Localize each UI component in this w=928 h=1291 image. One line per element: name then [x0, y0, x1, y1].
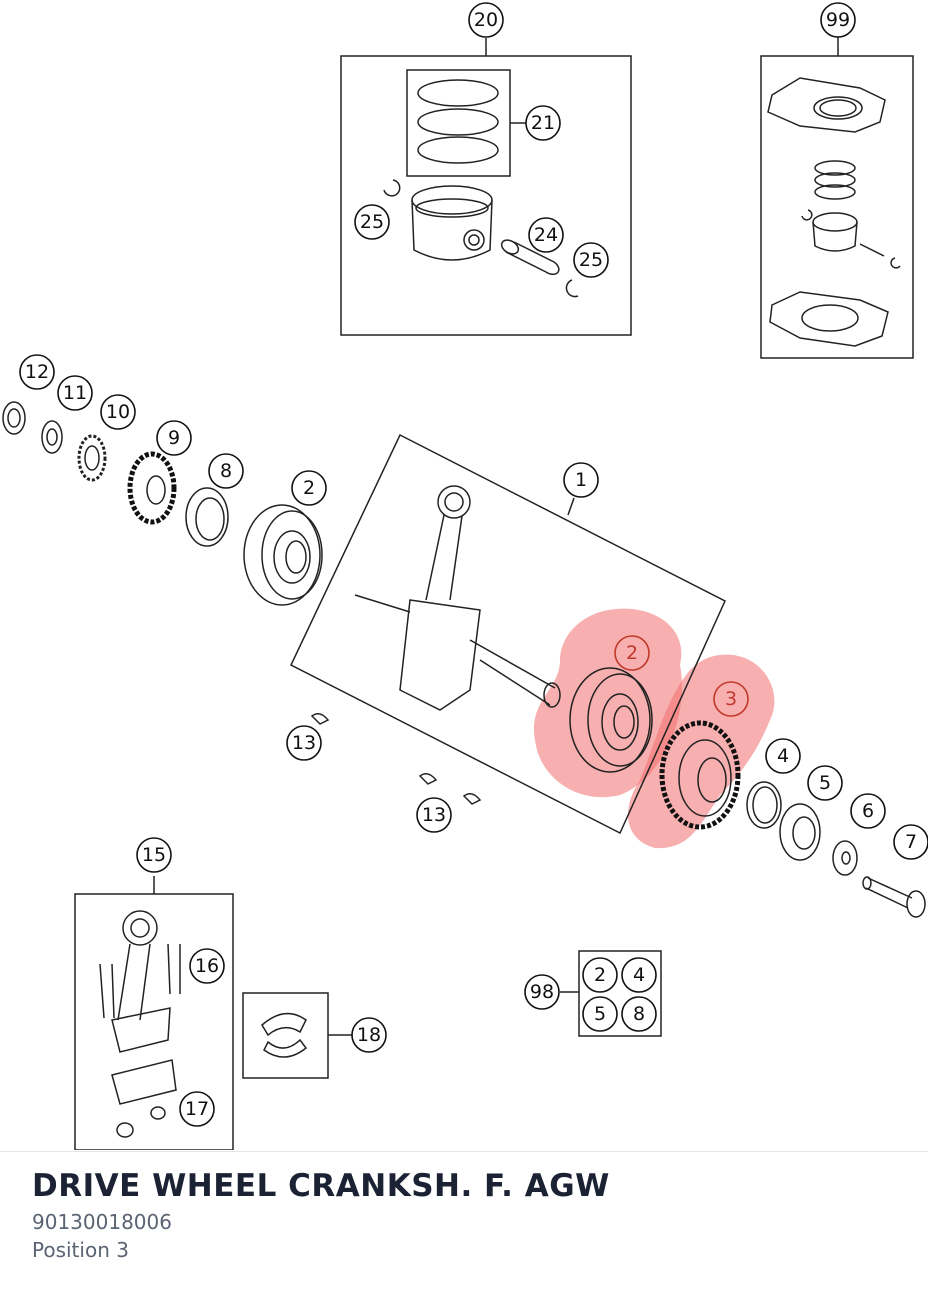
part-5-nut: [779, 803, 821, 861]
circlip-right: [565, 279, 579, 298]
callout-6: 6: [862, 800, 874, 822]
callout-98: 98: [530, 981, 554, 1003]
set-98-item-5: 5: [594, 1003, 606, 1025]
set-98-item-4: 4: [633, 964, 645, 986]
part-info-footer: [0, 1151, 928, 1291]
part-4-ring: [746, 781, 782, 829]
gasket-kit-group: [760, 37, 914, 359]
callout-10: 10: [106, 401, 130, 423]
callout-7: 7: [905, 831, 917, 853]
piston: [411, 185, 493, 261]
part-13-keys: [310, 713, 482, 805]
piston-pin: [500, 239, 560, 276]
callout-16: 16: [195, 955, 219, 977]
part-10-gear: [77, 434, 107, 482]
callout-99: 99: [826, 9, 850, 31]
callout-11: 11: [63, 382, 87, 404]
callout-21: 21: [531, 112, 555, 134]
part-title: DRIVE WHEEL CRANKSH. F. AGW: [32, 1168, 610, 1204]
part-8-seal: [185, 487, 229, 547]
part-position: Position 3: [32, 1238, 129, 1262]
callout-12: 12: [25, 361, 49, 383]
part-3-drive-gear: [659, 720, 741, 830]
piston-rings: [417, 79, 499, 164]
set-98-item-8: 8: [633, 1003, 645, 1025]
callout-8: 8: [220, 460, 232, 482]
part-7-bolt: [862, 876, 926, 918]
part-2-bearing-right: [569, 667, 653, 773]
callout-24: 24: [534, 224, 558, 246]
bearing-shell-group: [242, 992, 352, 1079]
callout-25-left: 25: [360, 211, 384, 233]
connecting-rod: [425, 485, 471, 601]
callout-20: 20: [474, 9, 498, 31]
part-6-washer: [832, 840, 858, 876]
exploded-parts-diagram: 20 21 25 24 25 99 12 11 10 9 8 2 1 2 3 4…: [2, 2, 928, 1150]
callout-18: 18: [357, 1024, 381, 1046]
crankshaft-group: [290, 433, 726, 835]
piston-kit-group: [340, 38, 632, 336]
callout-4: 4: [777, 745, 789, 767]
part-number: 90130018006: [32, 1210, 172, 1234]
part-9-gear: [127, 451, 177, 525]
part-11-washer: [41, 420, 63, 454]
callout-13-left: 13: [292, 732, 316, 754]
crank-webs: [354, 594, 561, 711]
circlip-left: [383, 179, 401, 197]
callout-25-right: 25: [579, 249, 603, 271]
callout-3-highlighted[interactable]: 3: [725, 688, 737, 710]
part-2-bearing-left: [243, 504, 323, 606]
callout-2-highlighted[interactable]: 2: [626, 642, 638, 664]
callout-5: 5: [819, 772, 831, 794]
callout-2-left: 2: [303, 477, 315, 499]
set-98-group: [560, 950, 662, 1037]
callout-17: 17: [185, 1098, 209, 1120]
conrod-kit-group: [74, 876, 234, 1150]
callout-1: 1: [575, 469, 587, 491]
callout-15: 15: [142, 844, 166, 866]
callout-13-right: 13: [422, 804, 446, 826]
part-12-nut: [2, 401, 26, 435]
callout-9: 9: [168, 427, 180, 449]
set-98-item-2: 2: [594, 964, 606, 986]
